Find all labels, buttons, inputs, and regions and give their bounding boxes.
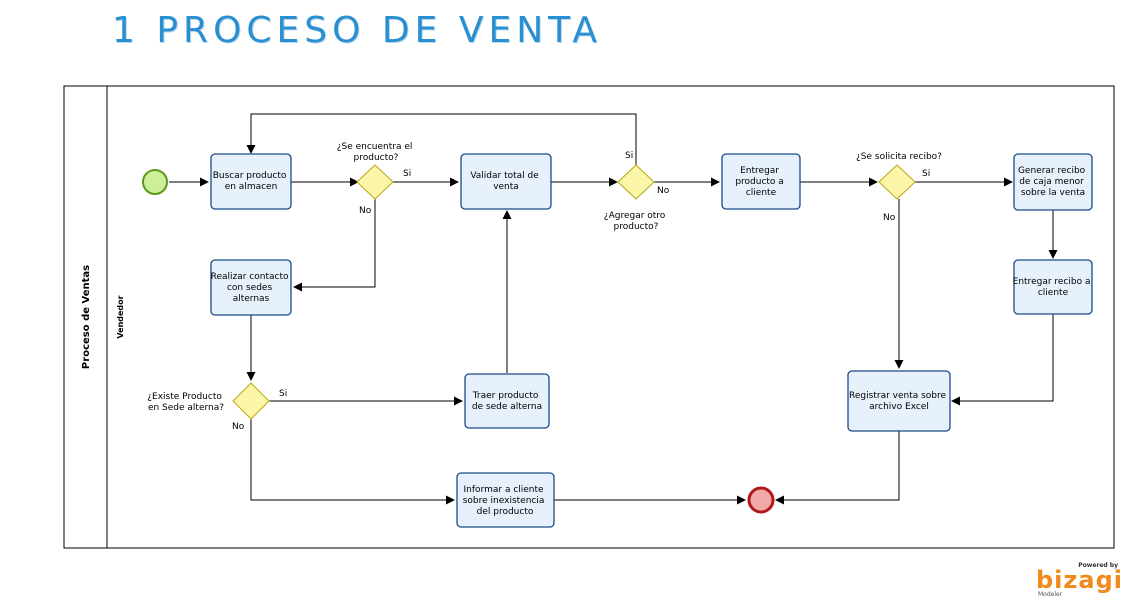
gateway-encuentra-question: ¿Se encuentra el producto? (337, 142, 416, 163)
page-title: 1 PROCESO DE VENTA (112, 10, 602, 51)
bizagi-logo: Powered by bizagi Modeler (1036, 562, 1123, 598)
gateway-encuentra (356, 164, 394, 200)
tasks (210, 153, 1093, 528)
flow-entregar-registrar (951, 314, 1054, 406)
end-event (747, 486, 775, 514)
label-no-encuentra: No (359, 206, 372, 216)
task-validar-label: Validar total de venta (470, 171, 541, 192)
label-no-agregar: No (657, 186, 670, 196)
powered-by-label: Powered by (1078, 562, 1118, 569)
task-entregar-producto (721, 153, 801, 210)
task-informar-label: Informar a cliente sobre inexistencia de… (463, 485, 548, 517)
flow-gateway-contacto (293, 199, 376, 292)
task-registrar (847, 370, 951, 432)
task-generar-recibo (1013, 153, 1093, 211)
flow-existe-informar (250, 418, 455, 505)
gateway-agregar (617, 164, 655, 200)
task-realizar-contacto-label: Realizar contacto con sedes alternas (211, 272, 292, 304)
gateway-recibo (878, 164, 916, 200)
sequence-flows (169, 113, 1058, 505)
task-entregar-producto-label: Entregar producto a cliente (735, 166, 786, 198)
task-entregar-recibo-label: Entregar recibo a cliente (1013, 277, 1094, 298)
gateway-existe-question: ¿Existe Producto en Sede alterna? (147, 392, 224, 413)
gateways (232, 164, 916, 420)
start-event (142, 169, 168, 195)
label-si-agregar: Si (625, 151, 633, 161)
task-informar (456, 472, 555, 528)
label-no-existe: No (232, 422, 245, 432)
task-buscar-label: Buscar producto en almacen (213, 171, 290, 192)
task-registrar-label: Registrar venta sobre archivo Excel (849, 391, 949, 412)
task-buscar (210, 153, 292, 210)
task-validar (460, 153, 552, 210)
brand-product: Modeler (1038, 591, 1063, 598)
gateway-recibo-question: ¿Se solicita recibo? (856, 152, 942, 162)
label-si-existe: Si (279, 389, 287, 399)
brand-name: bizagi (1036, 566, 1123, 594)
task-traer-label: Traer producto de sede alterna (472, 391, 542, 412)
task-traer (464, 373, 550, 429)
label-no-recibo: No (883, 213, 896, 223)
gateway-existe (232, 382, 270, 420)
flow-agregar-buscar-loop (246, 113, 637, 165)
task-generar-recibo-label: Generar recibo de caja menor sobre la ve… (1018, 166, 1088, 198)
label-si-recibo: Si (922, 169, 930, 179)
lane-label: Vendedor (116, 295, 125, 338)
label-si-encuentra: Si (403, 169, 411, 179)
gateway-agregar-question: ¿Agregar otro producto? (604, 211, 668, 232)
task-realizar-contacto (210, 259, 292, 316)
task-entregar-recibo (1013, 259, 1093, 315)
pool-label: Proceso de Ventas (81, 265, 92, 369)
flow-registrar-end (775, 431, 900, 505)
